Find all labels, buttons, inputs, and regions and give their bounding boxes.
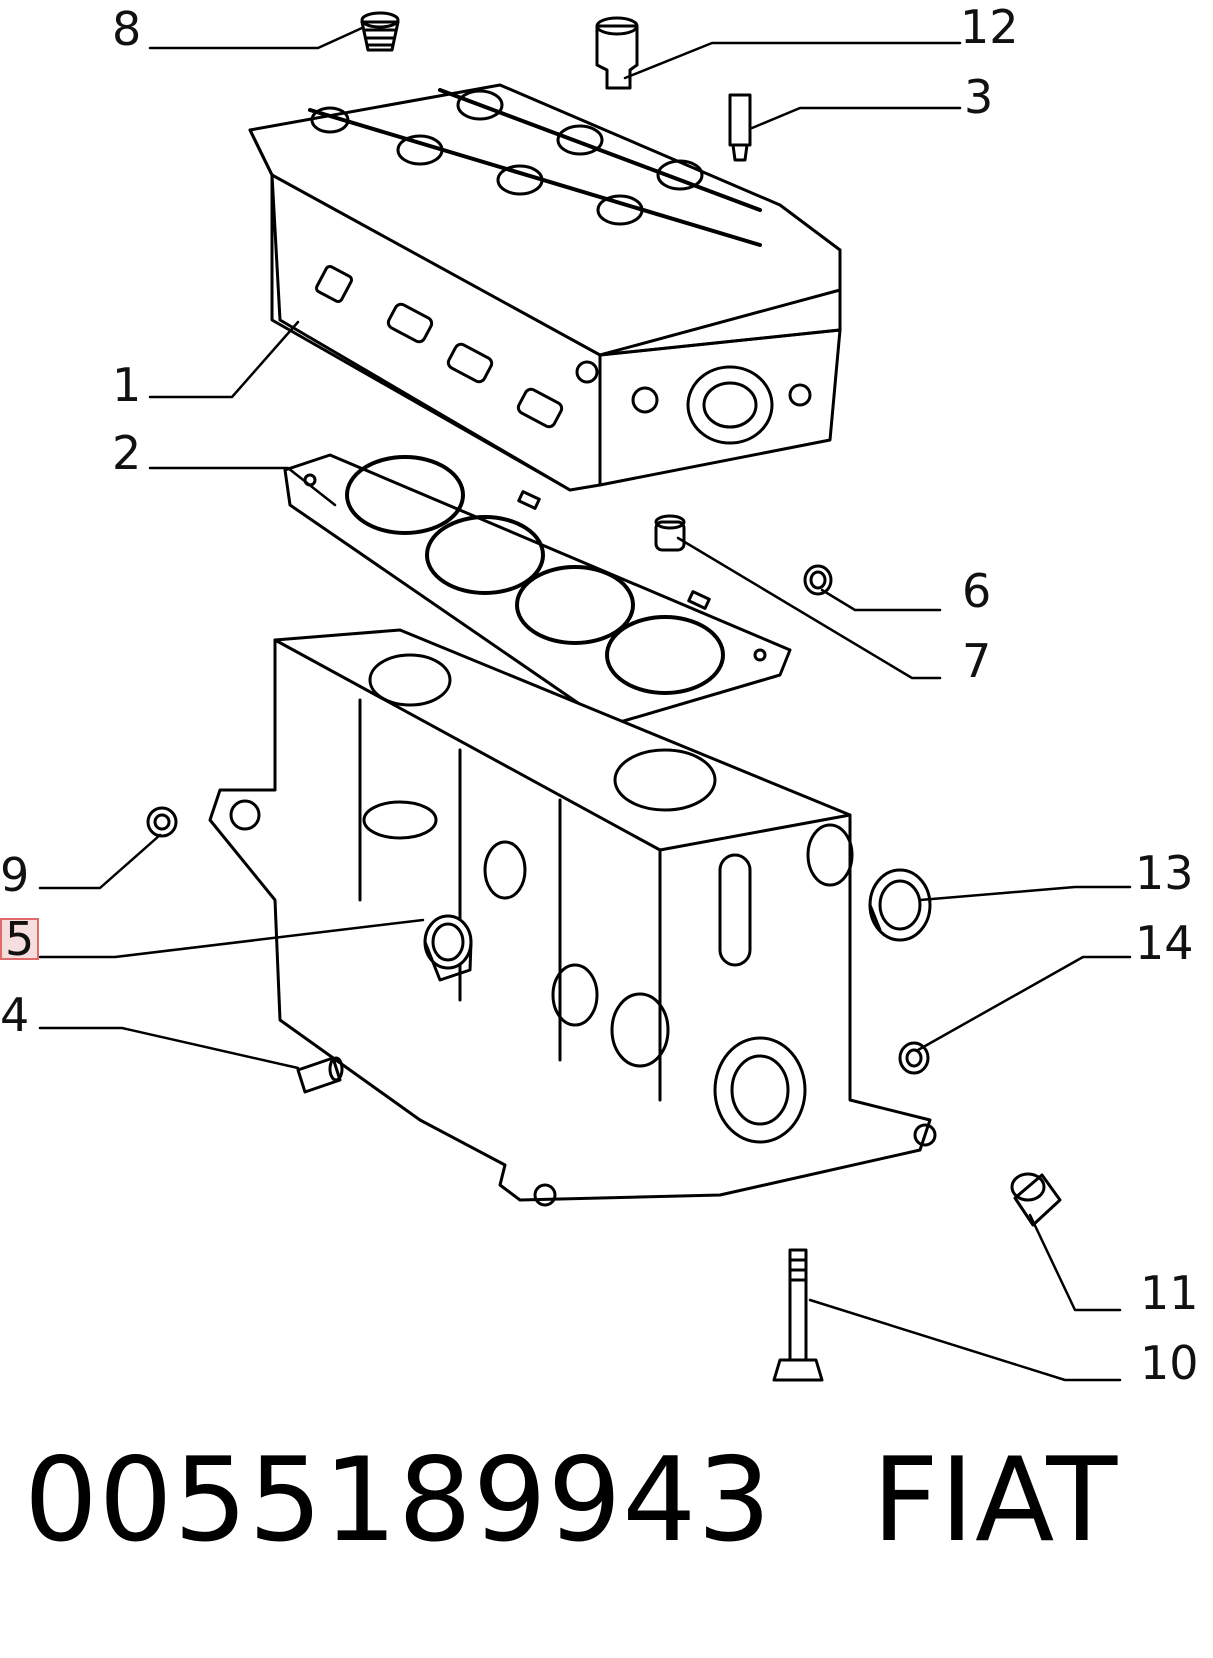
engine-block xyxy=(208,628,937,1207)
callout-1: 1 xyxy=(112,358,142,412)
head-gasket xyxy=(283,453,792,727)
part-3-stud xyxy=(728,93,752,162)
callout-12: 12 xyxy=(960,0,1019,54)
callout-3: 3 xyxy=(964,70,994,124)
callout-7: 7 xyxy=(962,634,992,688)
callout-11: 11 xyxy=(1140,1266,1199,1320)
part-11-bushing xyxy=(1010,1172,1062,1227)
part-6-plug xyxy=(803,564,833,596)
callout-14: 14 xyxy=(1135,916,1194,970)
part-9-plug xyxy=(146,806,178,838)
brand-name: FIAT xyxy=(872,1433,1119,1568)
cylinder-head xyxy=(248,83,842,492)
callout-8: 8 xyxy=(112,2,142,56)
footer: 0055189943 FIAT xyxy=(24,1436,1118,1566)
part-14-plug xyxy=(898,1041,930,1075)
part-8-plug xyxy=(360,11,400,52)
callout-10: 10 xyxy=(1140,1336,1199,1390)
leader-lines xyxy=(38,26,1132,1382)
callout-6: 6 xyxy=(962,564,992,618)
part-7-dowel xyxy=(654,514,686,552)
callout-4: 4 xyxy=(0,988,30,1042)
part-13-plug xyxy=(868,868,932,942)
callout-5: 5 xyxy=(0,916,40,962)
engine-exploded-diagram xyxy=(38,11,1132,1382)
callout-9: 9 xyxy=(0,848,30,902)
callout-13: 13 xyxy=(1135,846,1194,900)
part-5-bushing xyxy=(423,914,473,982)
part-12-cap xyxy=(595,16,639,90)
part-4-dowel xyxy=(296,1056,344,1094)
part-number: 0055189943 xyxy=(24,1433,773,1568)
callout-2: 2 xyxy=(112,426,142,480)
part-10-bolt xyxy=(772,1248,824,1382)
